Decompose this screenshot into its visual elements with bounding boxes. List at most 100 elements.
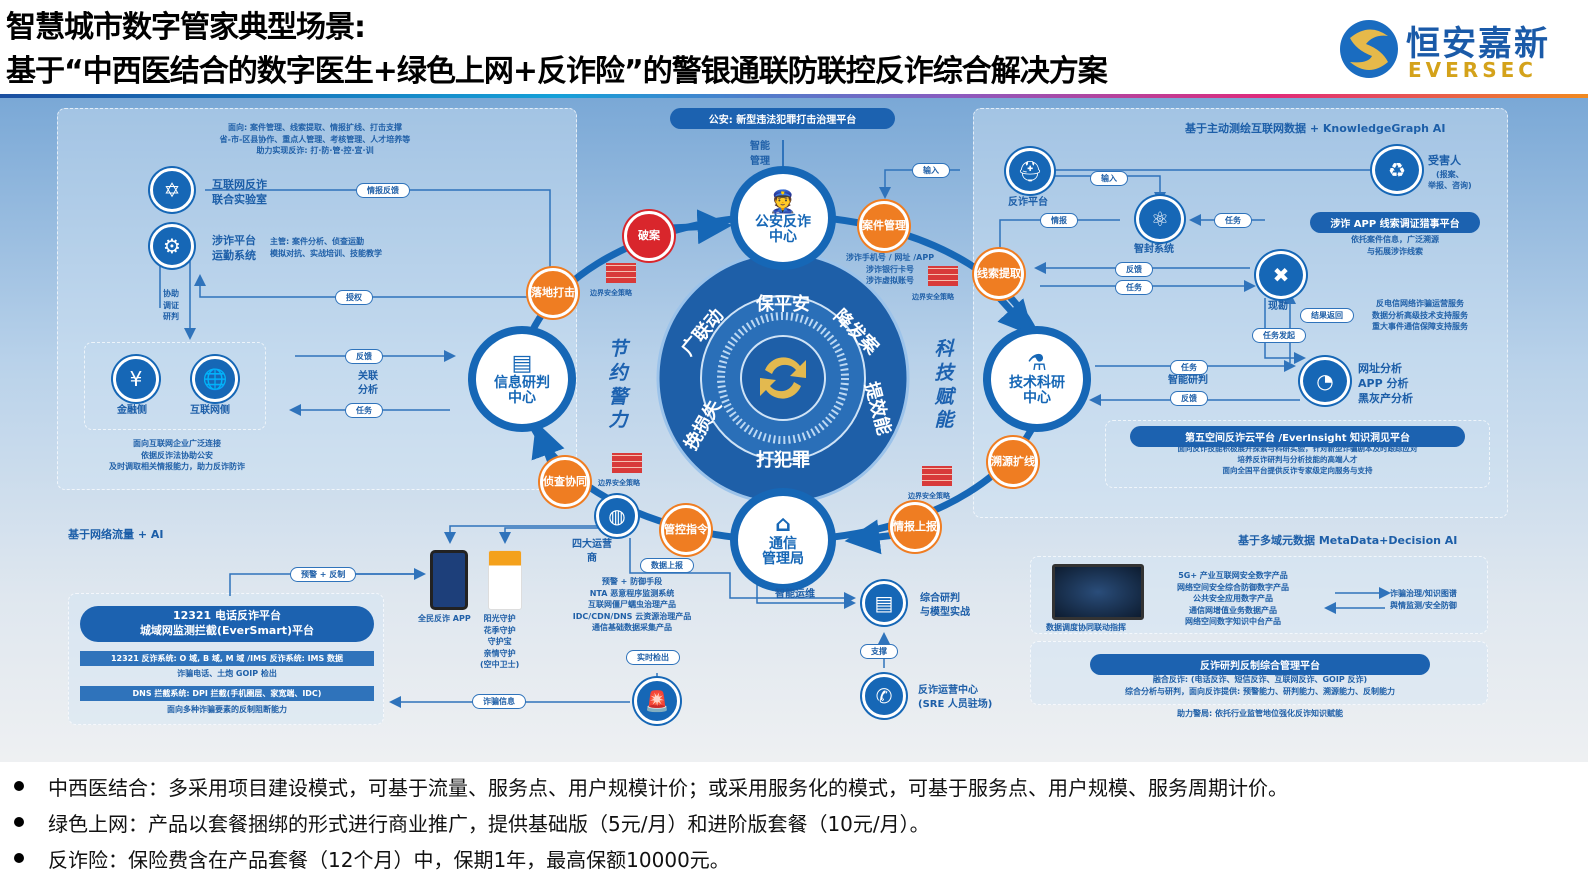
assist-police-text: 助力警局: 依托行业监管地位强化反诈知识赋能 bbox=[1177, 709, 1343, 718]
center-research-1: 与模型实战 bbox=[920, 606, 970, 618]
right_panel-services-1: 数据分析高级技术支持服务 bbox=[1372, 310, 1468, 320]
operators-label: 四大运营商 bbox=[572, 539, 612, 564]
telecom-authority[interactable]: ⌂通信管理局 bbox=[730, 488, 836, 592]
mgmt-platform-banner: 反诈研判反制综合管理平台 bbox=[1090, 654, 1430, 675]
research-label: 综合研判与模型实战 bbox=[920, 592, 970, 619]
input-pill: 输入 bbox=[1090, 171, 1128, 186]
bottom_right-products-0: 5G+ 产业互联网安全数字产品 bbox=[1178, 571, 1288, 580]
center-police_center-1: 中心 bbox=[769, 229, 797, 246]
pie-chart-icon[interactable]: ◔ bbox=[1300, 357, 1350, 405]
left_panel-desc-1: 省-市-区县协作、重点人管理、考核管理、人才培养等 bbox=[219, 134, 411, 144]
research-doc-icon[interactable]: ▤ bbox=[862, 581, 906, 625]
diagram-connectors: 保平安 降发案 提效能 打犯罪 挽损失 广联动 bbox=[154, 140, 1391, 708]
right-items: 诈骗治理/知识图谱舆情监测/安全防御 bbox=[1390, 588, 1457, 611]
police-anti-fraud-center[interactable]: 👮公安反诈中心 bbox=[730, 166, 836, 270]
products-list: 5G+ 产业互联网安全数字产品网络空间安全综合防御数字产品公共安全应用数字产品通… bbox=[1168, 570, 1298, 628]
step-investigate[interactable]: 侦查协同 bbox=[540, 457, 590, 507]
drill-label: 涉诈平台运勤系统 bbox=[212, 234, 256, 264]
bullet-item: 中西医结合：多采用项目建设模式，可基于流量、服务点、用户规模计价；或采用服务化的… bbox=[14, 768, 1288, 804]
left_panel-desc-2: 助力实现反诈: 打·防·管·控·宣·训 bbox=[256, 146, 374, 156]
globe-operator-icon[interactable]: ◍ bbox=[596, 495, 638, 537]
bottom_left-defense-0: 预警 + 防御手段 bbox=[601, 577, 663, 586]
step-strike[interactable]: 落地打击 bbox=[528, 268, 578, 318]
right-title: 基于主动测绘互联网数据 + KnowledgeGraph AI bbox=[1185, 122, 1446, 135]
center-steps-control-1: 指令 bbox=[686, 522, 708, 536]
police-cap-icon[interactable]: ⛑ bbox=[1006, 148, 1054, 194]
recycle-victim-icon[interactable]: ♻ bbox=[1372, 146, 1422, 194]
step-solve-case[interactable]: 破案 bbox=[624, 211, 674, 261]
alarm-icon[interactable]: 🚨 bbox=[634, 678, 680, 724]
atom-icon[interactable]: ⚛ bbox=[1136, 196, 1184, 242]
money-bag-icon[interactable]: ¥ bbox=[113, 356, 159, 402]
tech-research-center[interactable]: ⚗技术科研中心 bbox=[983, 326, 1091, 432]
border-policy-label: 边界安全策略 bbox=[912, 293, 954, 301]
bottom-right-title: 基于多域元数据 MetaData+Decision AI bbox=[1238, 534, 1458, 547]
drill-desc: 主管: 案件分析、侦查运勤模拟对抗、实战培训、技能教学 bbox=[270, 236, 382, 259]
left_panel-drill_desc-1: 模拟对抗、实战培训、技能教学 bbox=[270, 248, 382, 258]
cloud-desc: 面向反诈技能积极展开探索与科研实验，针对新型诈骗剧本及时跟踪应对培养反诈研判与分… bbox=[1110, 444, 1485, 477]
center-telecom-1: 管理局 bbox=[762, 551, 804, 568]
task-pill: 任务 bbox=[1115, 280, 1153, 295]
app-label: 全民反诈 APP bbox=[418, 614, 471, 623]
ring-word: 保平安 bbox=[755, 293, 810, 315]
step-clue-extract[interactable]: 线索提取 bbox=[974, 249, 1024, 299]
left_panel-bottom_desc-0: 面向互联网企业广泛连接 bbox=[133, 439, 221, 448]
sys2-desc: 面向多种诈骗要素的反制阻断能力 bbox=[167, 705, 287, 714]
bottom_left-platform-1: 城域网监测拦截(EverSmart)平台 bbox=[139, 623, 315, 637]
services-list: 反电信网络诈骗运营服务数据分析高级技术支持服务重大事件通信保障支持服务 bbox=[1355, 298, 1485, 333]
police-platform-banner: 公安: 新型违法犯罪打击治理平台 bbox=[670, 108, 895, 129]
center-steps-strike-0: 落地 bbox=[531, 285, 553, 299]
center-steps-clue-1: 提取 bbox=[999, 266, 1021, 280]
title-line-1: 智慧城市数字管家典型场景: bbox=[6, 10, 366, 45]
right_panel-victim: 受害人 bbox=[1428, 154, 1461, 167]
left_panel-drill_desc-0: 主管: 案件分析、侦查运勤 bbox=[270, 237, 364, 246]
info-research-center[interactable]: ▤信息研判中心 bbox=[468, 326, 576, 432]
center-steps-strike-1: 打击 bbox=[553, 285, 575, 299]
center-steps-clue-0: 线索 bbox=[977, 266, 999, 280]
logo-cn: 恒安嘉新 bbox=[1406, 24, 1550, 64]
step-trace[interactable]: 溯源扩线 bbox=[988, 437, 1038, 487]
feedback-pill: 反馈 bbox=[1115, 262, 1153, 277]
bullet-dot-icon bbox=[14, 781, 24, 791]
lab-network-icon[interactable]: ✡ bbox=[150, 168, 194, 212]
cross-survey-icon[interactable]: ✖ bbox=[1256, 251, 1306, 299]
bottom_right-right_items-1: 舆情监测/安全防御 bbox=[1390, 600, 1457, 610]
gear-icon[interactable]: ⚙ bbox=[150, 224, 194, 268]
bullet-list: 中西医结合：多采用项目建设模式，可基于流量、服务点、用户规模计价；或采用服务化的… bbox=[14, 768, 1288, 876]
cloud-box bbox=[1105, 420, 1490, 488]
center-case_items-0: 涉诈手机号 / 网址 /APP bbox=[845, 253, 935, 262]
bottom_right-products-1: 网络空间安全综合防御数字产品 bbox=[1177, 582, 1289, 592]
center-info_center-1: 中心 bbox=[508, 390, 536, 407]
sys2-bar: DNS 拦截系统: DPI 拦截(手机圈层、家宽端、IDC) bbox=[80, 686, 374, 701]
step-control-order[interactable]: 管控指令 bbox=[661, 505, 711, 555]
firewall-icon bbox=[606, 263, 636, 283]
bottom_left-platform-0: 12321 电话反诈平台 bbox=[172, 609, 282, 622]
globe-icon[interactable]: 🌐 bbox=[192, 356, 238, 402]
internet-label: 互联网侧 bbox=[190, 405, 230, 416]
bullets-1: 绿色上网：产品以套餐捆绑的形式进行商业推广，提供基础版（5元/月）和进阶版套餐（… bbox=[48, 811, 930, 836]
intel-feedback-pill: 情报反馈 bbox=[356, 183, 410, 198]
victim-label: 受害人(报案、举报、咨询) bbox=[1428, 154, 1472, 192]
bottom_left-defense-1: NTA 恶意程序监测系统 bbox=[589, 588, 675, 598]
bullets-0: 中西医结合：多采用项目建设模式，可基于流量、服务点、用户规模计价；或采用服务化的… bbox=[48, 775, 1288, 800]
shield-phone-icon[interactable]: ✆ bbox=[862, 674, 906, 718]
firewall-icon bbox=[928, 266, 958, 286]
step-case-mgmt[interactable]: 案件管理 bbox=[859, 201, 909, 251]
center-steps-investigate-1: 协同 bbox=[565, 474, 587, 488]
bottom_right-right_items-0: 诈骗治理/知识图谱 bbox=[1390, 589, 1457, 598]
phone-app-image bbox=[430, 550, 468, 610]
step-intel-report[interactable]: 情报上报 bbox=[890, 502, 940, 552]
bottom_right-products-2: 公共安全应用数字产品 bbox=[1193, 594, 1273, 604]
left_panel-bottom_desc-2: 及时调取相关情报能力，助力反诈防诈 bbox=[109, 462, 245, 472]
title-line-2: 基于“中西医结合的数字医生+绿色上网+反诈险”的警银通联防联控反诈综合解决方案 bbox=[6, 54, 1108, 89]
right_panel-app_desc-0: 依托案件信息，广泛溯源 bbox=[1351, 235, 1439, 244]
guard-app-image bbox=[488, 550, 522, 610]
right_panel-analysis-1: APP 分析 bbox=[1358, 376, 1409, 390]
left_panel-lab-1: 联合实验室 bbox=[212, 192, 267, 206]
center-steps-report-0: 情报 bbox=[893, 519, 915, 533]
assist-label: 协助调证研判 bbox=[163, 288, 179, 323]
left_panel-drill-0: 涉诈平台 bbox=[212, 234, 256, 247]
sys1-bar: 12321 反诈系统: O 域, B 域, M 域 /IMS 反诈系统: IMS… bbox=[80, 651, 374, 666]
bullet-dot-icon bbox=[14, 817, 24, 827]
